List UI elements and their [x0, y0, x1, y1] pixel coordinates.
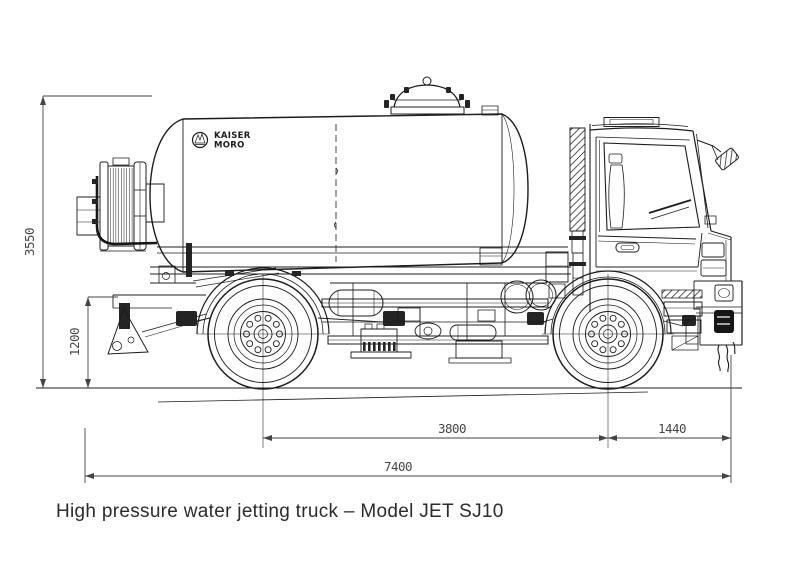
drawing-caption: High pressure water jetting truck – Mode… [56, 501, 504, 522]
dimension-overall-length: 7400 [85, 428, 731, 483]
dim-wheelbase-value: 3800 [438, 421, 466, 436]
manhole [384, 77, 470, 114]
cab-steps [662, 290, 702, 350]
dimension-front-overhang: 1440 [608, 355, 731, 483]
air-intake-stack [480, 128, 586, 298]
side-mirror [697, 140, 739, 171]
logo-brand-line1: KAISER [214, 131, 251, 141]
cab [590, 118, 731, 313]
ground-line [36, 388, 742, 402]
dim-overall-height-value: 3550 [22, 228, 37, 256]
chassis-equipment [322, 280, 556, 363]
dimension-rear-frame-height: 1200 [67, 297, 118, 388]
hose-reel [77, 158, 164, 251]
dim-rear-frame-height-value: 1200 [67, 328, 82, 356]
tank-top-fitting [482, 106, 498, 115]
logo-brand-line2: MORO [214, 141, 245, 151]
dim-overall-length-value: 7400 [384, 459, 412, 474]
rear-wheel [196, 273, 330, 449]
dimension-wheelbase: 3800 [263, 421, 608, 441]
subframe-rails [150, 243, 571, 287]
dimension-overall-height: 3550 [22, 96, 152, 388]
dim-front-overhang-value: 1440 [658, 421, 686, 436]
front-bumper [686, 281, 742, 372]
tank-brand-logo: KAISER MORO [193, 131, 251, 151]
